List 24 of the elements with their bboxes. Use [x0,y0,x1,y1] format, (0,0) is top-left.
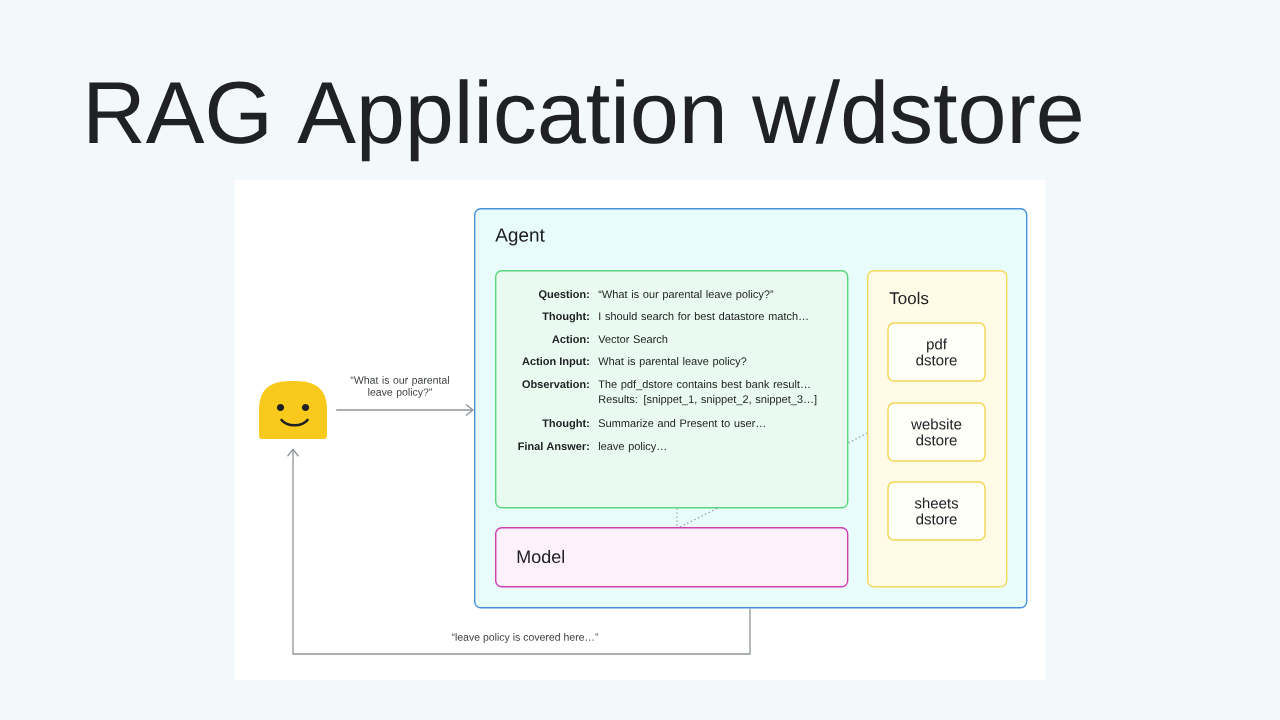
process-box: website dstore [887,402,986,462]
arrow [335,403,474,417]
slide-title: RAG Application w/dstore [89,79,1081,162]
field-value: Summarize and Present to user… [598,419,765,428]
field-label: Final Answer: [518,442,589,451]
field-value: leave policy… [598,442,666,453]
smiley-icon [259,381,327,439]
field-label: Action Input: [522,357,589,368]
process-box: Model [495,527,849,588]
field-value: Vector Search [598,335,668,344]
field-value: “What is our parental leave policy?” [598,290,774,301]
edge-label: “What is our parental leave policy?” [350,376,449,398]
process-box: sheets dstore [887,481,986,541]
field-label: Thought: [542,312,589,323]
field-value: I should search for best datastore match… [599,312,808,321]
field-label: Observation: [522,380,589,389]
field-label: Question: [538,290,589,301]
process-box: pdf dstore [887,322,986,382]
dotted-line [847,432,868,444]
dotted-line [679,507,718,528]
field-value: The pdf_dstore contains best bank result… Results: [snippet_1, snippet_2, snippet_3…] [598,380,817,406]
field-label: Action: [552,335,589,344]
field-value: What is parental leave policy? [598,357,747,368]
field-label: Thought: [542,419,589,430]
